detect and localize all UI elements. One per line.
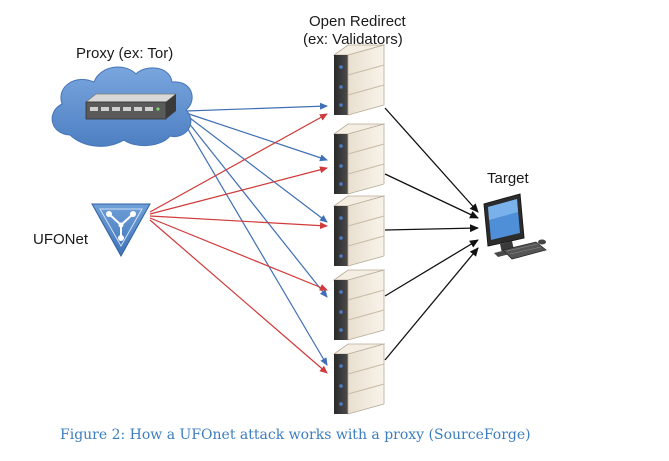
redirect-servers <box>332 44 386 415</box>
proxy-arrow-4 <box>183 116 328 298</box>
ufonet-arrow-1 <box>149 113 328 213</box>
server-icon <box>332 343 386 415</box>
server-icon <box>332 44 386 116</box>
ufonet-arrow-2 <box>149 166 328 215</box>
redirect-arrow-5 <box>384 247 479 361</box>
proxy-arrows <box>181 102 328 366</box>
ufonet-arrow-4 <box>149 217 328 291</box>
computer-monitor-icon <box>483 193 547 260</box>
open-redirect-label: Open Redirect <box>309 13 406 30</box>
redirect-arrow-3 <box>384 224 479 233</box>
target-label: Target <box>487 170 529 187</box>
redirect-arrow-2 <box>384 173 479 219</box>
server-icon <box>332 123 386 195</box>
redirect-arrows <box>384 107 479 361</box>
proxy-arrow-2 <box>185 112 328 162</box>
ufonet-arrow-3 <box>149 215 328 230</box>
proxy-label: Proxy (ex: Tor) <box>76 45 174 62</box>
proxy-arrow-3 <box>185 114 328 223</box>
open-redirect-sublabel: (ex: Validators) <box>303 31 403 48</box>
proxy-arrow-1 <box>185 102 328 112</box>
server-icon <box>332 269 386 341</box>
ufonet-label: UFONet <box>33 231 89 248</box>
ufonet-arrows <box>149 113 328 374</box>
network-switch-icon <box>84 93 178 120</box>
server-icon <box>332 195 386 267</box>
ufonet-logo-icon <box>91 203 151 258</box>
proxy-arrow-5 <box>181 118 328 366</box>
ufonet-arrow-5 <box>149 219 328 374</box>
figure-caption: Figure 2: How a UFOnet attack works with… <box>60 427 531 443</box>
proxy-node <box>51 66 193 147</box>
redirect-arrow-1 <box>384 107 479 213</box>
redirect-arrow-4 <box>384 239 479 297</box>
